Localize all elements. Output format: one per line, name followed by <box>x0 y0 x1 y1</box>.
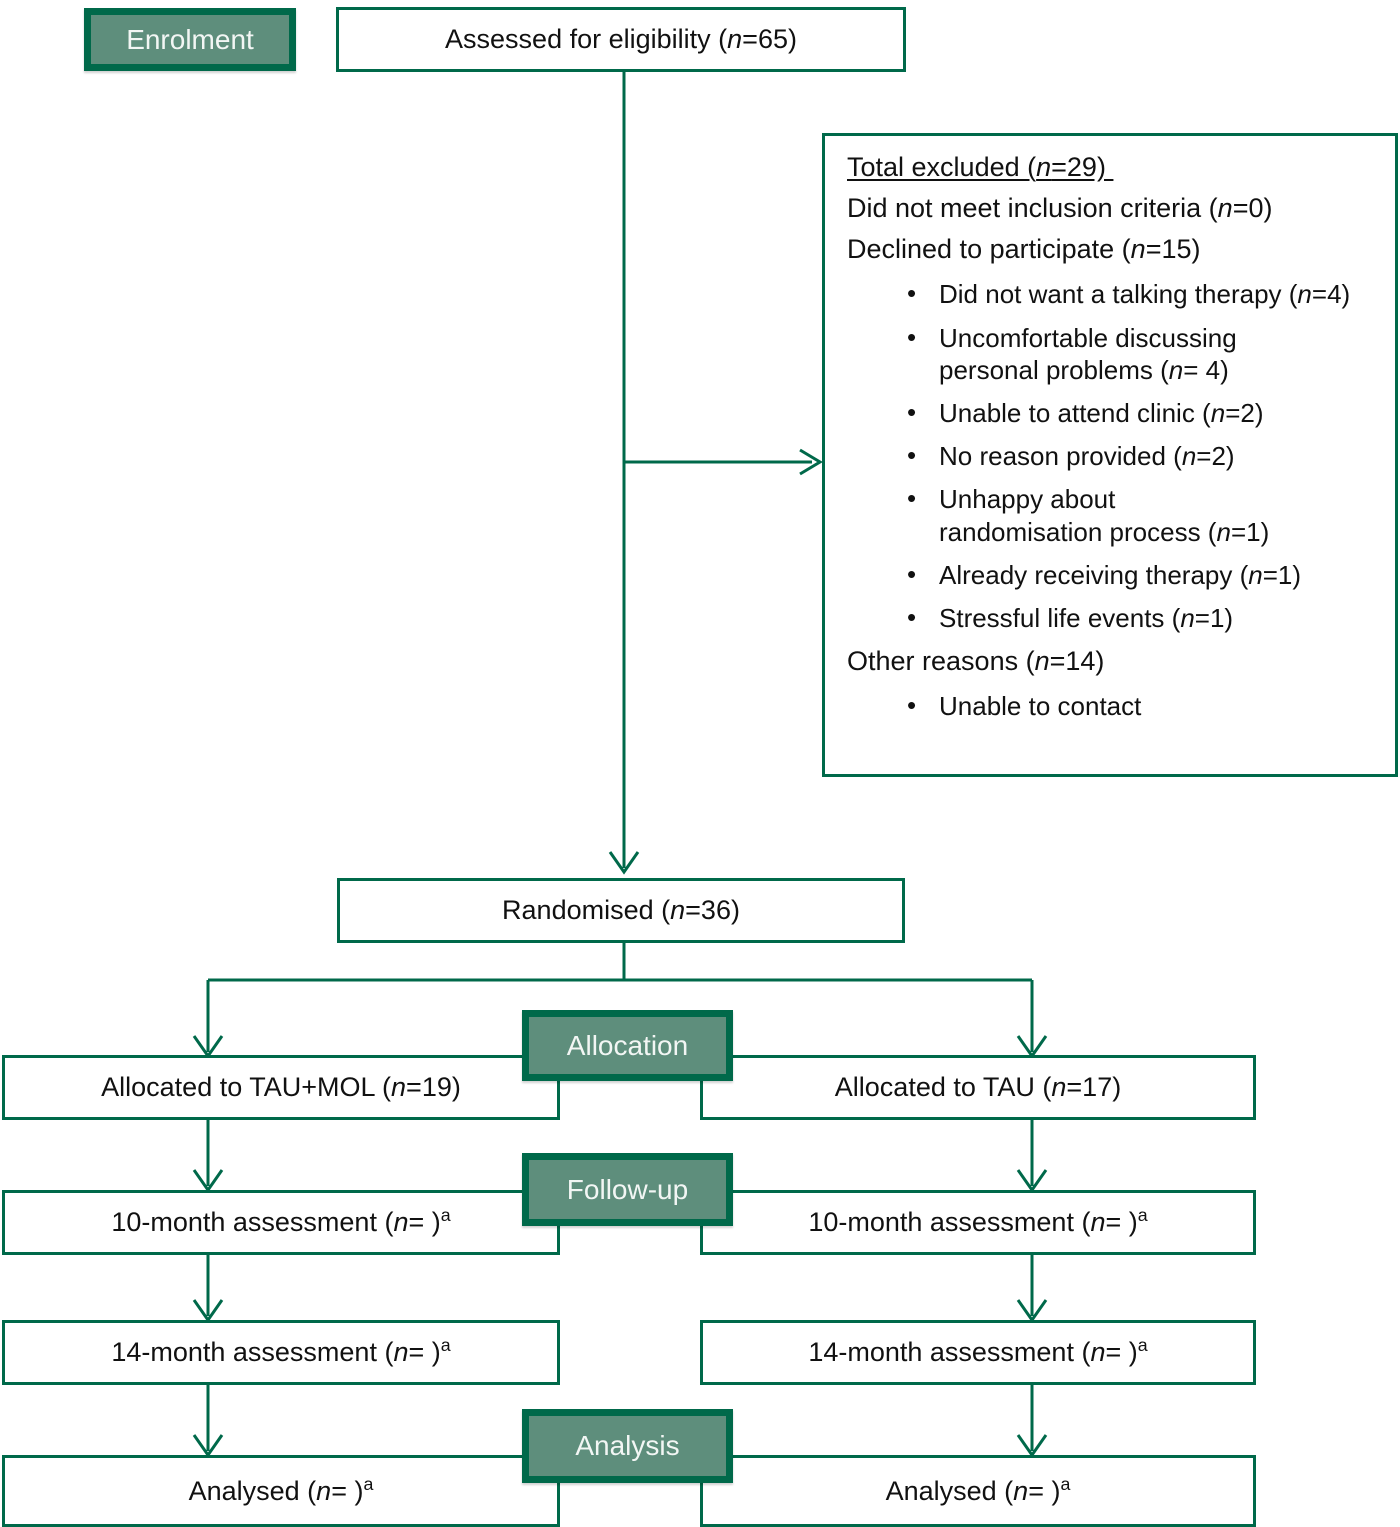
reason-2-n-symbol: n <box>1210 397 1226 428</box>
other-reason-0-label: Unable to contact <box>939 691 1142 722</box>
box-allocated-tau-mol-text: Allocated to TAU+MOL (n=19) <box>101 1072 461 1103</box>
reason-3-label: No reason provided ( <box>939 441 1182 472</box>
excluded-line-0-label: Did not meet inclusion criteria ( <box>847 193 1218 224</box>
list-item: Stressful life events (n=1) <box>847 601 1379 634</box>
stage-label-allocation-text: Allocation <box>566 1029 689 1061</box>
reason-0-n-value: =4) <box>1311 279 1351 310</box>
stage-label-analysis-text: Analysis <box>575 1430 680 1461</box>
footnote-marker: a <box>363 1473 374 1494</box>
list-item: Unable to attend clinic (n=2) <box>847 396 1379 429</box>
stage-label-follow-up-text: Follow-up <box>566 1173 689 1205</box>
reason-1-n-value: = 4) <box>1183 354 1229 385</box>
reason-1-n-symbol: n <box>1168 354 1184 385</box>
declined-reasons-list: Did not want a talking therapy (n=4) Unc… <box>847 277 1379 634</box>
box-allocated-tau-text: Allocated to TAU (n=17) <box>834 1072 1122 1103</box>
analysed-left-n-symbol: n <box>316 1475 332 1506</box>
reason-4-wrap-label: randomisation process ( <box>939 516 1217 547</box>
assess14-left-n-symbol: n <box>393 1337 409 1368</box>
assess14-right-n-symbol: n <box>1090 1337 1106 1368</box>
stage-label-analysis: Analysis <box>522 1409 733 1483</box>
other-heading-n-value: =14) <box>1049 646 1105 677</box>
excluded-heading-label: Total excluded ( <box>847 152 1037 182</box>
box-10-month-assessment-right: 10-month assessment (n= )a <box>700 1190 1256 1255</box>
reason-5-n-symbol: n <box>1248 559 1263 590</box>
eligibility-n-value: =65) <box>742 24 797 55</box>
box-analysed-left: Analysed (n= )a <box>2 1455 560 1527</box>
other-heading-n-symbol: n <box>1034 646 1050 677</box>
box-assessed-for-eligibility-text: Assessed for eligibility (n=65) <box>445 22 797 57</box>
excluded-other-reasons-heading: Other reasons (n=14) <box>847 644 1379 679</box>
excluded-line-1-label: Declined to participate ( <box>847 234 1131 265</box>
assess10-right-n-symbol: n <box>1090 1207 1106 1238</box>
box-14-month-right-text: 14-month assessment (n= )a <box>808 1335 1148 1368</box>
box-randomised: Randomised (n=36) <box>337 878 905 943</box>
excluded-heading-n-value: =29) <box>1051 152 1114 182</box>
box-10-month-left-text: 10-month assessment (n= )a <box>111 1205 451 1238</box>
alloc-left-n-symbol: n <box>391 1072 407 1103</box>
reason-5-n-value: =1) <box>1262 559 1302 590</box>
box-randomised-text: Randomised (n=36) <box>502 895 740 926</box>
reason-6-label: Stressful life events ( <box>939 603 1181 634</box>
box-analysed-right-text: Analysed (n= )a <box>885 1473 1071 1506</box>
reason-6-n-value: =1) <box>1194 603 1234 634</box>
assess10-left-n-symbol: n <box>393 1207 409 1238</box>
footnote-marker: a <box>440 1205 451 1226</box>
reason-2-label: Unable to attend clinic ( <box>939 397 1211 428</box>
reason-0-n-symbol: n <box>1297 279 1312 310</box>
randomised-n-symbol: n <box>670 895 686 926</box>
excluded-line-inclusion-criteria: Did not meet inclusion criteria (n=0) <box>847 191 1379 226</box>
footnote-marker: a <box>440 1335 451 1356</box>
reason-4-wrap: randomisation process (n=1) <box>939 516 1379 548</box>
box-allocated-tau-mol: Allocated to TAU+MOL (n=19) <box>2 1055 560 1120</box>
box-analysed-left-text: Analysed (n= )a <box>188 1473 374 1506</box>
alloc-right-n-symbol: n <box>1051 1072 1067 1103</box>
reason-0-label: Did not want a talking therapy ( <box>939 279 1298 310</box>
other-heading-label: Other reasons ( <box>847 646 1035 677</box>
reason-3-n-symbol: n <box>1181 441 1197 472</box>
stage-label-enrolment-text: Enrolment <box>126 23 254 55</box>
excluded-line-1-n-value: =15) <box>1145 234 1201 265</box>
box-assessed-for-eligibility: Assessed for eligibility (n=65) <box>336 7 906 72</box>
stage-label-follow-up: Follow-up <box>522 1153 733 1226</box>
list-item: Unable to contact <box>847 689 1379 722</box>
stage-label-enrolment: Enrolment <box>84 8 296 71</box>
excluded-line-0-n-value: =0) <box>1232 193 1273 224</box>
reason-5-label: Already receiving therapy ( <box>939 559 1249 590</box>
box-14-month-left-text: 14-month assessment (n= )a <box>111 1335 451 1368</box>
excluded-line-declined: Declined to participate (n=15) <box>847 232 1379 267</box>
eligibility-label: Assessed for eligibility ( <box>445 24 728 55</box>
reason-1-wrap: personal problems (n= 4) <box>939 354 1379 386</box>
excluded-line-0-n-symbol: n <box>1217 193 1233 224</box>
box-total-excluded: Total excluded (n=29) Did not meet inclu… <box>822 133 1398 777</box>
box-14-month-assessment-left: 14-month assessment (n= )a <box>2 1320 560 1385</box>
footnote-marker: a <box>1137 1205 1148 1226</box>
eligibility-n-symbol: n <box>727 24 743 55</box>
excluded-line-1-n-symbol: n <box>1130 234 1146 265</box>
reason-3-n-value: =2) <box>1196 441 1235 472</box>
stage-label-allocation: Allocation <box>522 1010 733 1081</box>
excluded-heading: Total excluded (n=29) <box>847 150 1379 185</box>
excluded-heading-n-symbol: n <box>1036 152 1052 182</box>
footnote-marker: a <box>1060 1473 1071 1494</box>
box-allocated-tau: Allocated to TAU (n=17) <box>700 1055 1256 1120</box>
reason-1-wrap-label: personal problems ( <box>939 354 1169 385</box>
box-analysed-right: Analysed (n= )a <box>700 1455 1256 1527</box>
box-10-month-assessment-left: 10-month assessment (n= )a <box>2 1190 560 1255</box>
reason-4-n-symbol: n <box>1216 516 1231 547</box>
reason-1-label: Uncomfortable discussing <box>939 322 1237 353</box>
footnote-marker: a <box>1137 1335 1148 1356</box>
reason-2-n-value: =2) <box>1225 397 1264 428</box>
reason-4-n-value: =1) <box>1230 516 1270 547</box>
box-10-month-right-text: 10-month assessment (n= )a <box>808 1205 1148 1238</box>
reason-6-n-symbol: n <box>1180 603 1195 634</box>
list-item: No reason provided (n=2) <box>847 439 1379 472</box>
box-14-month-assessment-right: 14-month assessment (n= )a <box>700 1320 1256 1385</box>
list-item: Already receiving therapy (n=1) <box>847 558 1379 591</box>
reason-4-label: Unhappy about <box>939 484 1116 515</box>
analysed-right-n-symbol: n <box>1013 1475 1029 1506</box>
list-item: Did not want a talking therapy (n=4) <box>847 277 1379 310</box>
other-reasons-list: Unable to contact <box>847 689 1379 722</box>
